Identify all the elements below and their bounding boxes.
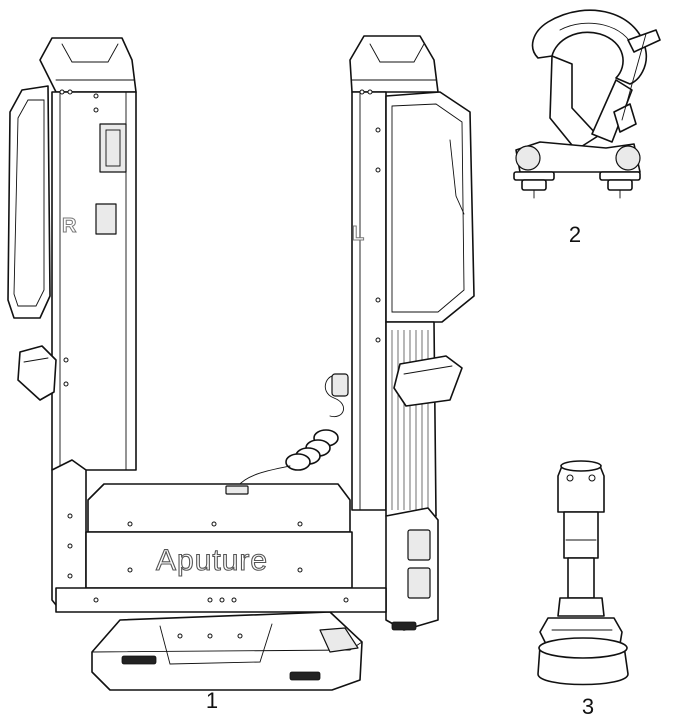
- control-box: Aputure: [55, 483, 387, 613]
- arm-letter-right: L: [352, 223, 364, 245]
- yoke-assembly: R: [7, 35, 475, 691]
- spigot: [537, 460, 629, 686]
- hook-clamp: [513, 9, 661, 199]
- arm-foot-right: [385, 507, 439, 631]
- brand-logo: Aputure: [156, 544, 268, 577]
- part-number-2: 2: [569, 222, 581, 247]
- base-plate: [91, 611, 363, 691]
- part-number-3: 3: [582, 694, 594, 716]
- arm-letter-left: R: [62, 215, 77, 237]
- part-number-1: 1: [206, 688, 218, 713]
- yoke-arm-right: L: [349, 35, 475, 517]
- arm-foot-left: [51, 459, 87, 611]
- coiled-cable: [237, 373, 349, 487]
- yoke-arm-left: R: [7, 37, 137, 471]
